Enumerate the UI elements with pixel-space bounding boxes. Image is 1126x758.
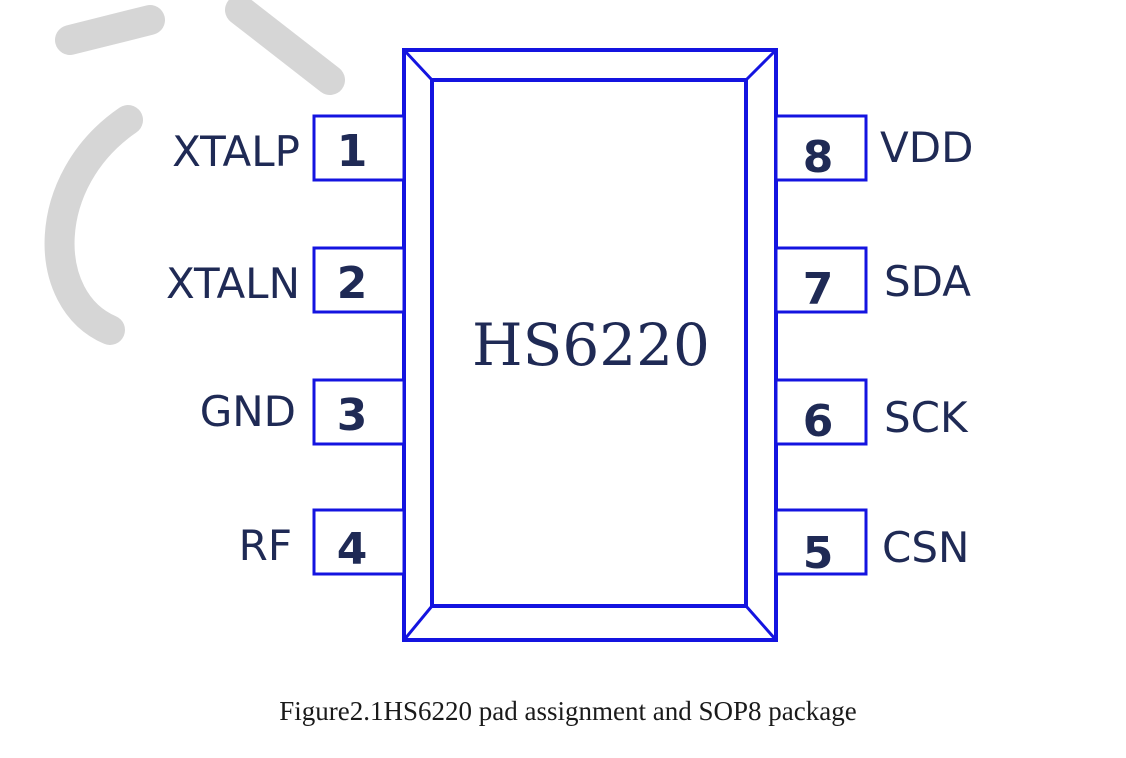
- chip-package: HS6220: [402, 48, 778, 642]
- pin-1-number: 1: [337, 126, 368, 177]
- pin-8-number: 8: [803, 132, 834, 183]
- bevel-line-bottom-left: [402, 605, 434, 641]
- watermark: [44, 0, 345, 345]
- pin-7-number: 7: [803, 264, 834, 315]
- pin-8: 8 VDD: [774, 114, 973, 183]
- pin-8-pad: [774, 114, 868, 182]
- pin-4-number: 4: [337, 524, 368, 575]
- pin-1-pad: [312, 114, 406, 182]
- pin-3: 3 GND: [200, 378, 406, 446]
- pin-6: 6 SCK: [774, 378, 969, 447]
- pin-7: 7 SDA: [774, 246, 971, 315]
- pin-2-label: XTALN: [166, 259, 300, 308]
- pin-7-label: SDA: [884, 257, 971, 306]
- watermark-arc: [44, 105, 143, 345]
- package-inner-outline: [430, 78, 748, 608]
- pin-7-pad: [774, 246, 868, 314]
- bevel-line-top-left: [402, 48, 434, 82]
- pin-5-pad: [774, 508, 868, 576]
- pin-2-pad: [312, 246, 406, 314]
- pin-2: 2 XTALN: [166, 246, 406, 314]
- pin-1-label: XTALP: [172, 127, 300, 176]
- pin-5: 5 CSN: [774, 508, 969, 579]
- pin-3-label: GND: [200, 387, 296, 436]
- pin-3-number: 3: [337, 390, 368, 441]
- bevel-line-top-right: [744, 48, 778, 82]
- pin-2-number: 2: [337, 258, 368, 309]
- pin-3-pad: [312, 378, 406, 446]
- chip-name: HS6220: [472, 311, 710, 379]
- pin-5-label: CSN: [882, 523, 969, 572]
- pin-5-number: 5: [803, 528, 834, 579]
- pin-1: 1 XTALP: [172, 114, 406, 182]
- pin-4: 4 RF: [239, 508, 406, 576]
- watermark-stroke: [55, 0, 345, 95]
- pin-4-pad: [312, 508, 406, 576]
- pin-8-label: VDD: [880, 123, 973, 172]
- bevel-line-bottom-right: [744, 605, 778, 641]
- pin-6-pad: [774, 378, 868, 446]
- right-pins: 8 VDD 7 SDA 6 SCK 5 CSN: [774, 114, 973, 579]
- pin-6-label: SCK: [884, 393, 969, 442]
- left-pins: 1 XTALP 2 XTALN 3 GND 4 RF: [166, 114, 406, 576]
- pin-4-label: RF: [239, 521, 292, 570]
- figure-caption: Figure2.1HS6220 pad assignment and SOP8 …: [279, 696, 856, 726]
- pin-6-number: 6: [803, 396, 834, 447]
